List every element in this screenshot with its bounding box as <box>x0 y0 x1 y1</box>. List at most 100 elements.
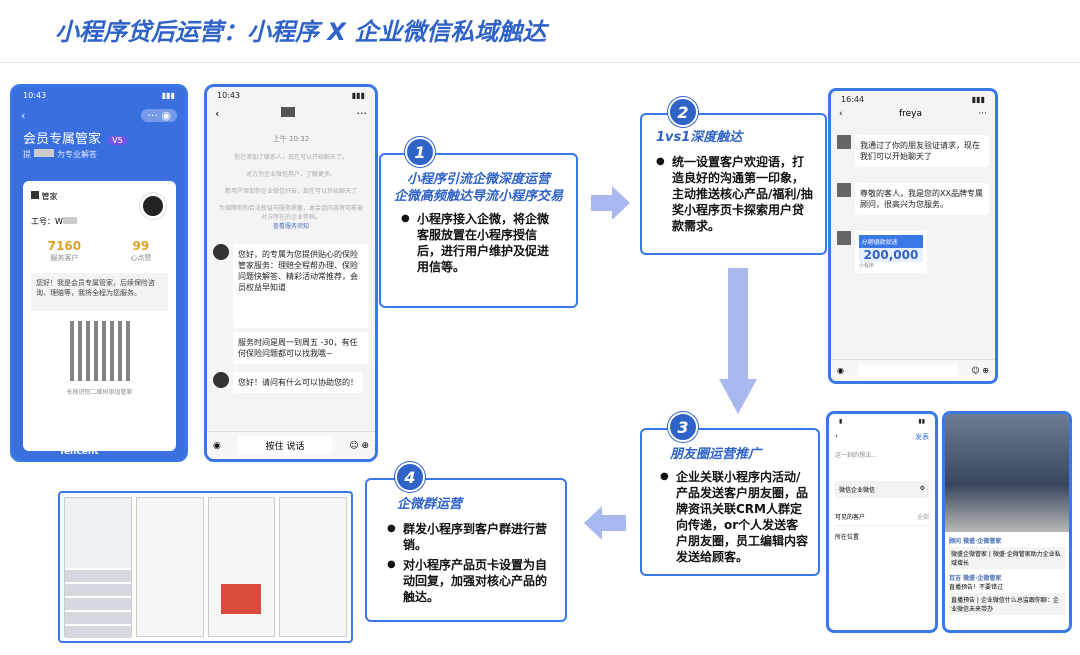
post2-author: 百吉 微盛·企微管家 <box>949 575 1002 582</box>
arrow-right <box>591 195 613 211</box>
arrow-down <box>728 268 748 380</box>
group-screenshot-3 <box>207 497 276 637</box>
advisor-message: 您好！我是会员专属管家，后续保险咨询、理赔等，我将全程为您服务。 <box>31 273 168 311</box>
group-screenshot-2 <box>135 497 204 637</box>
status-time: 16:44 <box>841 95 865 104</box>
step1-card: 1 小程序引流企微深度运营 企微高频触达导流小程序交易 小程序接入企微，将企微客… <box>379 137 578 308</box>
step2-title: 1vs1深度触达 <box>656 130 743 145</box>
emoji-icon[interactable]: ☺ ⊕ <box>349 440 369 451</box>
step3-bullet: 企业关联小程序内活动/产品发送客户朋友圈，品牌资讯关联CRM人群定向传递，or个… <box>660 469 810 565</box>
arrow-left-head <box>584 506 602 540</box>
step2-bullet: 统一设置客户欢迎语，打造良好的沟通第一印象，主动推送核心产品/福利/抽奖小程序页… <box>656 154 815 234</box>
group-screenshot-4 <box>279 497 347 637</box>
voice-icon[interactable]: ◉ <box>213 440 221 451</box>
penguin-avatar <box>213 244 229 260</box>
sys-msg-1: 你已添加了联系人，现在可以开始聊天了。 <box>233 154 348 161</box>
back-icon[interactable]: ‹ <box>839 109 843 119</box>
link-card[interactable]: 微信企业微信 ⚙ <box>835 481 929 498</box>
qr-caption: 长按识别二维码添加管家 <box>66 389 133 396</box>
post1-text: 微盛企微管家 | 微盛·企微管家助力企业私域增长 <box>949 547 1065 569</box>
voice-icon[interactable]: ◉ <box>837 366 844 375</box>
sys-msg-3: 新用户添加你企业微信好友，现在可以开始聊天了 <box>224 188 357 195</box>
phone-member-card: 10:43▮▮▮ ‹ ··· ◉ 会员专属管家 V5 提为专业解答 管家 工号：… <box>10 84 188 462</box>
message-input[interactable] <box>857 364 958 377</box>
step1-bullet: 小程序接入企微，将企微客服放置在小程序授信后，进行用户维护及促进用信等。 <box>401 211 556 275</box>
avatar <box>837 135 851 149</box>
visibility-option[interactable]: 可见的客户 <box>835 514 866 521</box>
step2-card: 2 1vs1深度触达 统一设置客户欢迎语，打造良好的沟通第一印象，主动推送核心产… <box>640 97 827 255</box>
status-bar: ▮▮▮ <box>829 414 935 432</box>
phone-chat: 10:43▮▮▮ ‹ ··· 上午 10:32 你已添加了联系人，现在可以开始聊天… <box>204 84 378 462</box>
emoji-icon[interactable]: ☺ ⊕ <box>971 366 989 375</box>
mini-program-card-amount: 200,000 <box>859 248 923 262</box>
step2-badge: 2 <box>668 97 698 127</box>
gear-icon: ⚙ <box>919 485 925 492</box>
link-card-label: 微信企业微信 <box>839 487 876 494</box>
step1-title-1: 小程序引流企微深度运营 <box>406 172 550 187</box>
stat-likes-value: 99 <box>132 239 150 253</box>
sys-msg-2: 对方为企业微信用户，了解更多。 <box>245 171 336 178</box>
more-icon[interactable]: ··· <box>978 109 987 119</box>
mini-program-label: 小程序 <box>859 263 875 269</box>
battery-icon: ▮▮▮ <box>161 91 175 100</box>
step1-badge: 1 <box>405 137 435 167</box>
post-input[interactable]: 这一刻的想法... <box>835 452 877 459</box>
phone-1v1-chat: 16:44 ▮▮▮ ‹ freya ··· 我通过了你的朋友验证请求，现在我们可以开始… <box>828 88 998 384</box>
advisor-name: 管家 <box>41 192 58 201</box>
back-icon[interactable]: ‹ <box>835 432 838 440</box>
back-icon[interactable]: ‹ <box>215 107 220 120</box>
arrow-down-head <box>719 379 757 414</box>
brand-logo: Tencent <box>59 447 99 457</box>
vip-badge: V5 <box>108 136 127 145</box>
post3-text: 直播预告 | 企业微信什么总监跟你聊：企业微信未来带办 <box>949 593 1065 615</box>
group-screenshot-1 <box>64 497 132 638</box>
qr-code[interactable] <box>69 321 130 381</box>
more-icon[interactable]: ··· <box>356 107 368 120</box>
group-screenshots <box>58 491 353 643</box>
phone-moments-editor: ▮▮▮ ‹ 发表 这一刻的想法... 微信企业微信 ⚙ 可见的客户 全部 所在位置 <box>826 411 938 633</box>
more-icon[interactable]: ··· ◉ <box>141 109 177 122</box>
hold-to-talk-button[interactable]: 按住 说话 <box>237 436 333 455</box>
advisor-id: 工号：W <box>31 217 63 226</box>
header-sub: 提 <box>23 150 31 159</box>
step4-badge: 4 <box>395 462 425 492</box>
status-bar: 10:43▮▮▮ <box>207 87 375 105</box>
penguin-avatar <box>213 372 229 388</box>
avatar <box>837 231 851 245</box>
qr-help-link[interactable]: 无法识别二维码？请点击这里 <box>53 420 145 428</box>
step3-title: 朋友圈运营推广 <box>670 447 762 462</box>
visibility-value: 全部 <box>916 514 929 521</box>
step1-title-2: 企微高频触达导流小程序交易 <box>393 189 563 204</box>
mini-program-card-title: 分期借款就选 <box>859 235 923 248</box>
publish-button[interactable]: 发表 <box>915 433 929 441</box>
step3-card: 3 朋友圈运营推广 企业关联小程序内活动/产品发送客户朋友圈，品牌资讯关联CRM… <box>640 412 820 576</box>
back-icon[interactable]: ‹ <box>21 109 26 122</box>
status-bar: 10:43▮▮▮ <box>13 87 185 105</box>
battery-icon: ▮▮▮ <box>971 95 985 104</box>
chat-message-1: 您好，的专属为您提供贴心的保险管家服务：理赔全程帮办理、保险问题快解答、精彩活动… <box>233 244 369 328</box>
service-notice-link[interactable]: 查看服务须知 <box>272 223 309 230</box>
penguin-avatar <box>140 193 166 219</box>
mini-program-card[interactable]: 分期借款就选 200,000 小程序 <box>855 231 927 273</box>
step4-bullet-1: 群发小程序到客户群进行营销。 <box>387 521 557 553</box>
avatar <box>837 183 851 197</box>
contact-name: freya <box>898 109 923 119</box>
title-divider <box>0 62 1080 63</box>
chat-message-1: 我通过了你的朋友验证请求，现在我们可以开始聊天了 <box>855 135 989 167</box>
arrow-right-head <box>612 186 630 220</box>
page-title: 小程序贷后运营：小程序 X 企业微信私域触达 <box>55 18 547 46</box>
chat-message-2: 尊敬的客人，我是您的XX品牌专属顾问，很高兴为您服务。 <box>855 183 989 215</box>
chat-time: 上午 10:32 <box>272 135 310 143</box>
step4-card: 4 企微群运营 群发小程序到客户群进行营销。 对小程序产品页卡设置为自动回复，加… <box>365 462 567 622</box>
step4-bullet-2: 对小程序产品页卡设置为自动回复，加强对核心产品的触达。 <box>387 557 557 605</box>
location-option[interactable]: 所在位置 <box>835 534 860 541</box>
battery-icon: ▮▮ <box>918 418 925 425</box>
phone-moments-feed: 顾问 微盛·企微管家 微盛企微管家 | 微盛·企微管家助力企业私域增长 百吉 微… <box>942 411 1072 633</box>
chat-message-2: 服务时间是周一到周五 -30，有任何保险问题都可以找我哦~ <box>233 332 369 364</box>
battery-icon: ▮▮▮ <box>351 91 365 100</box>
stat-likes-label: 心点赞 <box>130 254 152 262</box>
post1-author: 顾问 微盛·企微管家 <box>949 538 1002 545</box>
moments-cover-photo <box>945 414 1069 532</box>
stat-customers-label: 服务客户 <box>50 254 79 262</box>
